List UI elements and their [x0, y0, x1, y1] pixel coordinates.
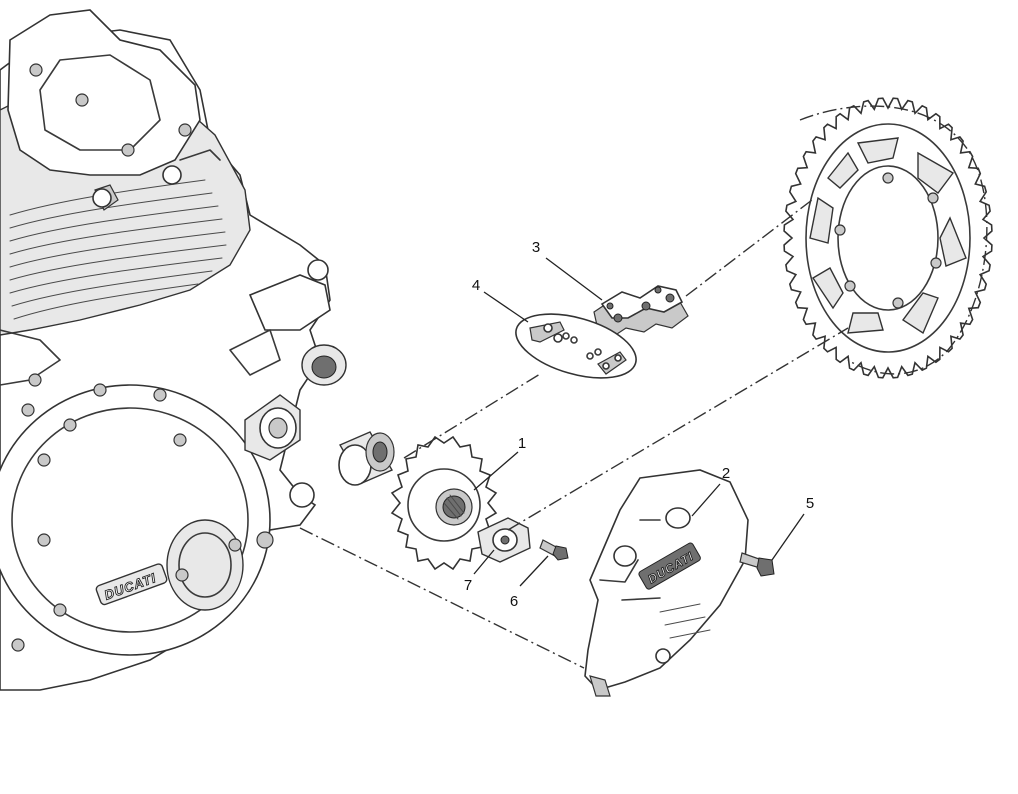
sprocket-cover: DUCATI [584, 469, 749, 697]
front-sprocket [390, 435, 498, 571]
callouts: 1 2 3 4 5 6 7 [464, 239, 814, 610]
cooling-fins [9, 179, 227, 320]
chain-link-section [593, 285, 689, 337]
sprocket-bolt [539, 539, 569, 561]
rear-sprocket [783, 97, 993, 379]
spacer-bushing [338, 431, 395, 486]
callout-3: 3 [532, 239, 540, 256]
engine-assembly: DUCATI [0, 9, 347, 691]
callout-4: 4 [472, 277, 480, 294]
cover-bolt [739, 552, 775, 577]
callout-5: 5 [806, 495, 814, 512]
callout-1: 1 [518, 435, 526, 452]
assembly-lines [299, 105, 988, 669]
callout-7: 7 [464, 577, 472, 594]
sprocket-lock-plate [477, 517, 531, 563]
callout-6: 6 [510, 593, 518, 610]
master-link-kit [515, 313, 637, 379]
callout-2: 2 [722, 465, 730, 482]
